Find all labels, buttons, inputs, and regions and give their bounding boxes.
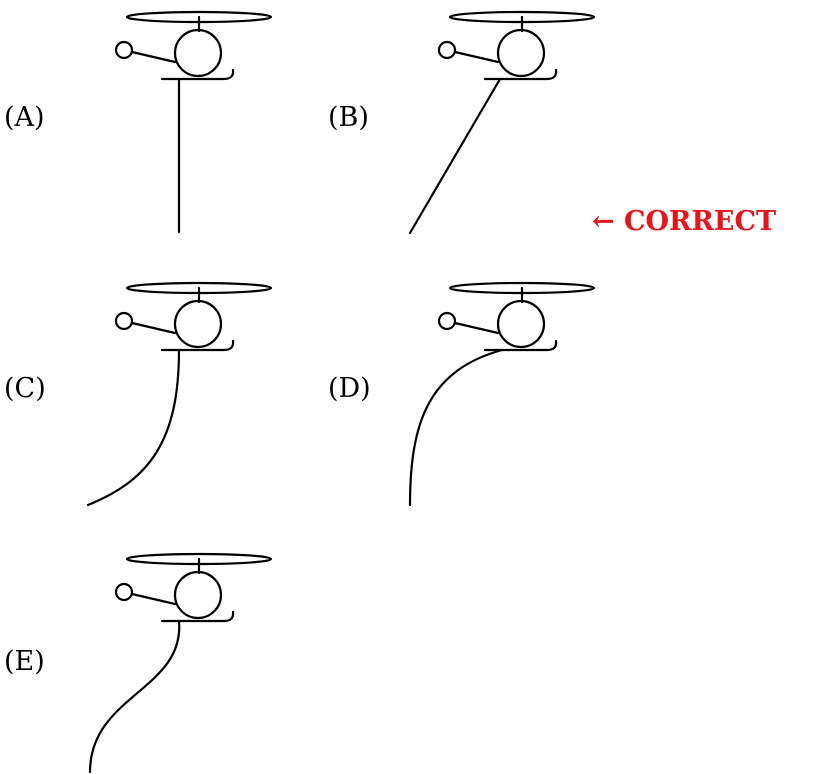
correct-answer-marker: ← CORRECT bbox=[592, 206, 777, 237]
rope-d bbox=[408, 348, 504, 507]
option-e-figure bbox=[88, 552, 273, 774]
helicopter-icon bbox=[437, 10, 596, 81]
rope-b bbox=[408, 77, 502, 235]
option-d-figure bbox=[408, 281, 596, 507]
option-label-b: (B) bbox=[328, 102, 369, 133]
rope-c bbox=[86, 348, 181, 507]
option-c-figure bbox=[86, 281, 273, 507]
option-b-figure bbox=[408, 10, 596, 235]
helicopter-icon bbox=[114, 10, 273, 81]
option-label-e: (E) bbox=[4, 646, 45, 677]
helicopter-icon bbox=[437, 281, 596, 352]
helicopter-icon bbox=[114, 552, 273, 623]
rope-e bbox=[88, 619, 181, 774]
helicopter-icon bbox=[114, 281, 273, 352]
option-label-c: (C) bbox=[4, 373, 46, 404]
option-label-a: (A) bbox=[4, 102, 45, 133]
option-a-figure bbox=[114, 10, 273, 234]
option-label-d: (D) bbox=[328, 373, 371, 404]
